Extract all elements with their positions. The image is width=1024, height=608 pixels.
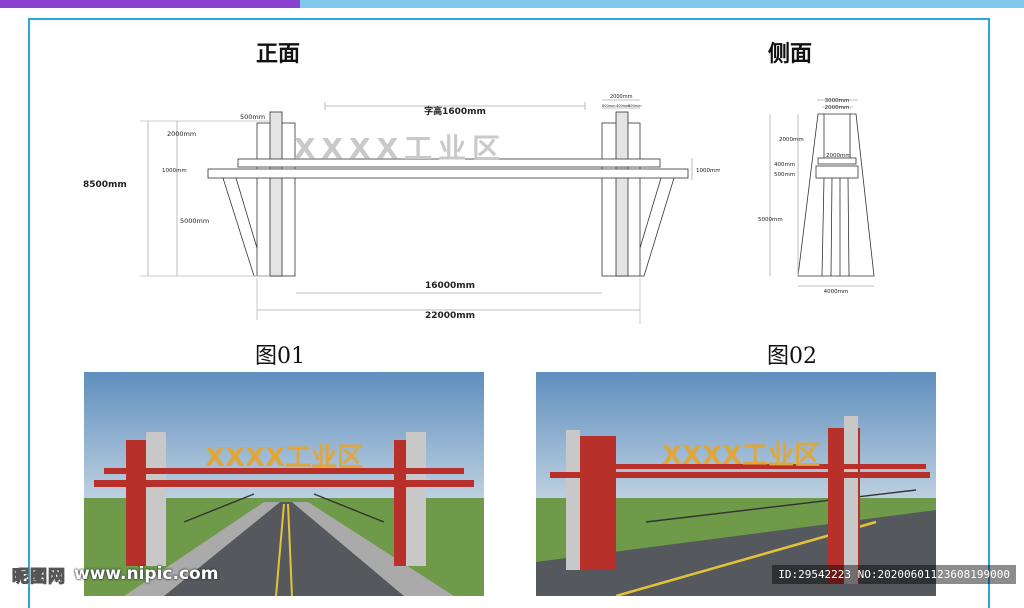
content-frame <box>28 18 990 608</box>
front-elevation-drawing: XXXX工业区 字高1600mm 500mm 2000mm 1000mm 850… <box>83 94 720 324</box>
front-dim-total-height: 8500mm <box>83 180 127 190</box>
side-dim-top-inner: 2000mm <box>825 105 850 111</box>
side-dim-base: 4000mm <box>824 289 849 295</box>
front-dim-lower: 5000mm <box>180 217 209 225</box>
front-dim-pillar-sub-a: 800mm <box>602 104 616 108</box>
figure-01-label: 图01 <box>255 344 305 369</box>
side-dim-lower: 5000mm <box>758 217 783 223</box>
front-dim-pillar-top: 500mm <box>240 113 265 121</box>
watermark-logo: 昵图网 <box>12 566 66 587</box>
watermark-url: www.nipic.com <box>74 564 219 584</box>
figure-02-label: 图02 <box>767 344 817 369</box>
render-image-front: XXXX工业区 <box>84 372 484 596</box>
top-accent-blue <box>300 0 1024 8</box>
side-elevation-drawing: 3000mm 2000mm 2000mm 2000mm 400mm 500mm … <box>758 98 875 295</box>
side-dim-beam-width: 2000mm <box>826 153 851 159</box>
front-dim-sign-area: 2000mm <box>167 130 196 138</box>
side-dim-beam-base: 500mm <box>774 172 795 178</box>
render-1-sign-text: XXXX工业区 <box>205 443 363 473</box>
front-dim-pillar-width: 2000mm <box>610 94 633 100</box>
front-dim-inner-width: 16000mm <box>425 281 475 291</box>
front-dim-beam: 1000mm <box>162 168 187 174</box>
front-dim-total-width: 22000mm <box>425 311 475 321</box>
front-dim-pillar-sub-b: 400mm <box>616 104 630 108</box>
render-2-sign-text: XXXX工业区 <box>662 441 820 471</box>
front-view-title: 正面 <box>256 42 301 67</box>
front-sign-text: XXXX工业区 <box>294 132 506 165</box>
side-dim-top-outer: 3000mm <box>825 98 850 104</box>
render-image-side: XXXX工业区 <box>536 372 936 596</box>
front-dim-pillar-sub-c: 800mm <box>628 104 642 108</box>
top-accent-purple <box>0 0 300 8</box>
front-dim-char-height: 字高1600mm <box>424 105 486 117</box>
side-view-title: 侧面 <box>768 42 813 67</box>
side-dim-beam-height: 400mm <box>774 162 795 168</box>
watermark-id: ID:29542223 NO:20200601123608199000 <box>772 565 1016 584</box>
watermark-left: 昵图网 www.nipic.com <box>12 562 219 587</box>
side-dim-upper: 2000mm <box>779 137 804 143</box>
front-dim-beam-right: 1000mm <box>696 168 720 174</box>
